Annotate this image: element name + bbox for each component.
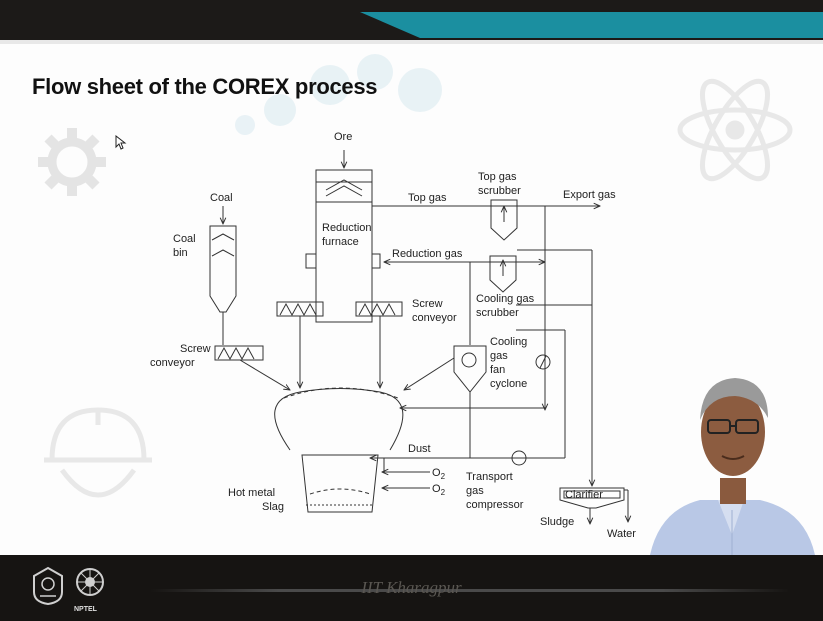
nptel-logo-icon xyxy=(76,568,104,596)
label-cyclone-4: cyclone xyxy=(490,378,527,390)
reduction-furnace xyxy=(305,169,381,323)
label-top-gas-scrubber-1: Top gas xyxy=(478,171,517,183)
clarifier xyxy=(559,487,625,509)
label-oxygen-1: O2 xyxy=(432,467,446,481)
label-cyclone-1: Cooling xyxy=(490,336,527,348)
label-screw-conveyor-left-2: conveyor xyxy=(150,357,195,369)
helmet-watermark-icon xyxy=(44,407,152,498)
footer-institute-text: IIT Kharagpur xyxy=(361,578,462,597)
fan-icon xyxy=(535,354,551,370)
screw-conveyor-right-furnace xyxy=(355,301,403,317)
iit-logo-icon xyxy=(33,566,63,606)
label-reduction-furnace-1: Reduction xyxy=(322,222,372,234)
header-accent-band xyxy=(0,10,823,44)
label-clarifier: Clarifier xyxy=(565,489,603,501)
label-screw-conveyor-left-1: Screw xyxy=(180,343,211,355)
label-cyclone-3: fan xyxy=(490,364,505,376)
label-screw-conveyor-right-2: conveyor xyxy=(412,312,457,324)
label-top-gas-scrubber-2: scrubber xyxy=(478,185,521,197)
atom-watermark-icon xyxy=(677,78,793,182)
label-transport-2: gas xyxy=(466,485,484,497)
cooling-gas-scrubber xyxy=(489,255,517,293)
label-reduction-gas: Reduction gas xyxy=(392,248,463,260)
cooling-gas-cyclone xyxy=(453,345,487,410)
label-coal-bin-2: bin xyxy=(173,247,188,259)
presenter-video xyxy=(650,378,815,555)
label-export-gas: Export gas xyxy=(563,189,616,201)
footer-divider xyxy=(150,589,790,592)
slide-title: Flow sheet of the COREX process xyxy=(32,74,378,99)
label-oxygen-2: O2 xyxy=(432,483,446,497)
mouse-cursor-icon xyxy=(115,135,127,150)
nptel-label: NPTEL xyxy=(74,606,97,613)
label-ore: Ore xyxy=(334,131,352,143)
label-reduction-furnace-2: furnace xyxy=(322,236,359,248)
screw-conveyor-coal xyxy=(214,345,264,361)
compressor-icon xyxy=(511,450,527,466)
label-water: Water xyxy=(607,528,636,540)
label-transport-3: compressor xyxy=(466,499,524,511)
top-gas-scrubber xyxy=(490,199,518,241)
label-cooling-gas-scrubber-2: scrubber xyxy=(476,307,519,319)
label-sludge: Sludge xyxy=(540,516,574,528)
label-hot-metal: Hot metal xyxy=(228,487,275,499)
label-slag: Slag xyxy=(262,501,284,513)
label-dust: Dust xyxy=(408,443,431,455)
label-coal: Coal xyxy=(210,192,233,204)
label-transport-1: Transport xyxy=(466,471,513,483)
gear-watermark-icon xyxy=(38,128,106,196)
circles-watermark xyxy=(235,54,442,135)
label-top-gas: Top gas xyxy=(408,192,447,204)
coal-bin xyxy=(209,225,237,345)
label-cooling-gas-scrubber-1: Cooling gas xyxy=(476,293,535,305)
label-screw-conveyor-right-1: Screw xyxy=(412,298,443,310)
footer-bar xyxy=(0,555,823,621)
label-cyclone-2: gas xyxy=(490,350,508,362)
label-coal-bin-1: Coal xyxy=(173,233,196,245)
melter-gasifier xyxy=(274,387,404,513)
